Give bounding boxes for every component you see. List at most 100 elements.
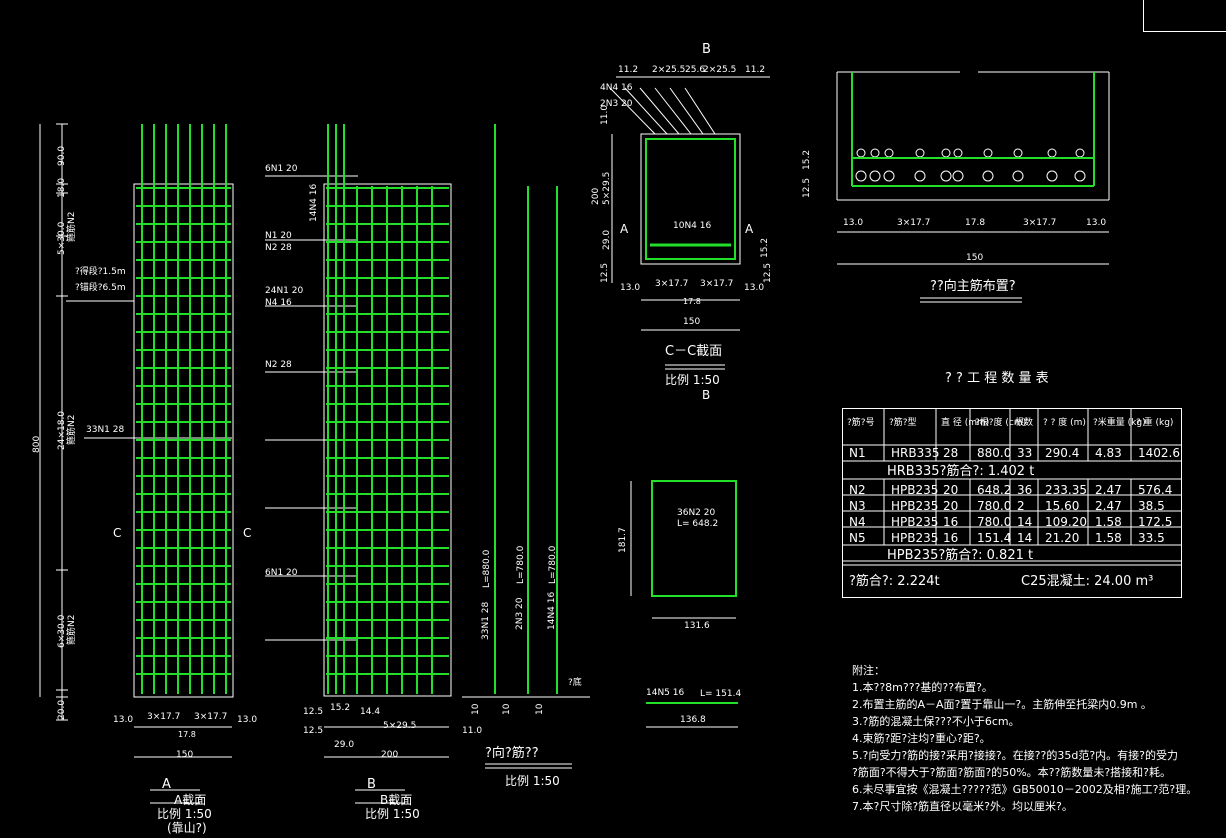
dim-c-l1: 200 <box>591 187 601 205</box>
table-header-cell: ?筋?型 <box>889 418 917 428</box>
detail-len-1: L=880.0 <box>482 549 492 588</box>
label-b-1: N1 20 <box>265 231 292 241</box>
note-7: 7.本?尺寸除?筋直径以毫米?外。均以厘米?。 <box>852 800 1073 814</box>
table-cell: 16 <box>943 515 959 529</box>
dim-c-l2: 5×29.5 <box>602 171 612 205</box>
dim-b-5: 29.0 <box>334 740 355 750</box>
table-cell: HPB235 <box>891 499 939 513</box>
label-b-2: N2 28 <box>265 243 292 253</box>
note-1: 1.本??8m???基的??布置?。 <box>852 681 993 695</box>
layout-circle-mark-top <box>884 148 894 158</box>
label-b-0: 6N1 20 <box>265 164 298 174</box>
detail-bar-1: 33N1 28 <box>481 601 491 640</box>
layout-dim-b4: 13.0 <box>1086 218 1107 228</box>
note-5: 5.?向受力?筋的接?采用?接接?。在接??的35d范?内。有接?的受力 <box>852 749 1179 763</box>
table-cell: 15.60 <box>1045 499 1080 513</box>
section-a-scale: 比例 1:50 <box>157 807 212 821</box>
label-b-6: 6N1 20 <box>265 568 298 578</box>
dim-c-t0: 11.2 <box>618 65 639 75</box>
layout-circle-mark-bottom <box>940 170 952 182</box>
table-cell: 780.0 <box>977 499 1012 513</box>
section-c-leader <box>684 87 716 135</box>
table-header-cell: 根数 <box>1015 418 1034 428</box>
dim-c-b4: 17.8 <box>683 297 701 306</box>
table-total: ?筋合?: 2.224t <box>849 574 940 589</box>
dim-a-top: 90.0 <box>57 145 67 166</box>
table-cell: 648.2 <box>977 483 1012 497</box>
section-a-letter: A <box>162 777 171 792</box>
detail-len-3: L=780.0 <box>548 545 558 584</box>
table-cell: 290.4 <box>1045 446 1080 460</box>
dim-c-b5: 150 <box>683 317 701 327</box>
table-subtotal: HPB235?筋合?: 0.821 t <box>887 548 1034 563</box>
cut-a-left: A <box>620 222 629 236</box>
stirrup-label: 36N2 20 <box>677 508 716 518</box>
section-b-scale: 比例 1:50 <box>365 807 420 821</box>
layout-circle-mark-bottom <box>952 170 964 182</box>
table-cell: N2 <box>849 483 866 497</box>
table-cell: 28 <box>943 446 959 460</box>
cut-a-right: A <box>745 222 754 236</box>
section-b-letter: B <box>367 777 376 792</box>
dim-c-t2: 25.6 <box>685 65 706 75</box>
bar5-dim: 136.8 <box>680 715 706 725</box>
detail-len-2: L=780.0 <box>516 545 526 584</box>
table-cell: 14 <box>1017 531 1033 545</box>
rebar-label-a: 33N1 28 <box>86 425 125 435</box>
detail-dim-2: 10 <box>502 703 512 715</box>
label-b-3: 24N1 20 <box>265 286 304 296</box>
layout-circle-mark-top <box>941 148 951 158</box>
section-c-leader <box>639 87 680 135</box>
layout-dim-b5: 150 <box>966 253 984 263</box>
dim-b-0: 12.5 <box>303 707 324 717</box>
table-cell: HPB235 <box>891 531 939 545</box>
dim-c-r1: 12.5 <box>763 262 773 283</box>
table-cell: N4 <box>849 515 866 529</box>
section-c-stirrup <box>645 138 736 260</box>
table-header-cell: ?根?度 (cm) <box>975 418 1027 428</box>
section-a-title: A截面 <box>174 793 207 807</box>
dim-a-b3: 13.0 <box>237 715 258 725</box>
section-a-note: (靠山?) <box>167 821 207 835</box>
label-b-vert: 14N4 16 <box>309 183 319 222</box>
dim-a-total: 800 <box>32 435 42 453</box>
detail-bar-2: 2N3 20 <box>515 597 525 631</box>
table-cell: 1.58 <box>1095 531 1122 545</box>
note-2: 2.布置主筋的A－A面?置于靠山一?。主筋伸至托梁内0.9m 。 <box>852 698 1152 712</box>
vert-label-a-3: 箍筋N2 <box>67 614 77 645</box>
cut-b-bottom: B <box>702 388 711 402</box>
dim-c-l3: 29.0 <box>602 229 612 250</box>
table-header-cell: ? 重 (kg) <box>1136 418 1174 428</box>
dim-a-b0: 13.0 <box>113 715 134 725</box>
dim-c-r0: 15.2 <box>760 237 770 258</box>
dim-a-18: 18.0 <box>57 177 67 198</box>
dim-b-2: 14.4 <box>360 707 381 717</box>
label-b-5: N2 28 <box>265 360 292 370</box>
section-c-leader <box>609 87 656 135</box>
rebar-lines <box>136 72 1095 704</box>
dim-a-b1: 3×17.7 <box>147 712 181 722</box>
table-cell: 880.0 <box>977 446 1012 460</box>
dim-c-l4: 12.5 <box>600 262 610 283</box>
table-cell: 780.0 <box>977 515 1012 529</box>
table-cell: 2.47 <box>1095 483 1122 497</box>
layout-dim-l1: 12.5 <box>802 177 812 198</box>
detail-dim-3: 10 <box>535 703 545 715</box>
dim-b-7: 11.0 <box>462 726 483 736</box>
layout-dim-b1: 3×17.7 <box>897 218 931 228</box>
detail-end-label: ?底 <box>568 678 582 688</box>
dim-c-b3: 13.0 <box>744 283 765 293</box>
dim-c-t4: 11.2 <box>745 65 766 75</box>
section-a-outline <box>133 183 234 698</box>
layout-circle-mark-top <box>870 148 880 158</box>
stirrup-side-dim: 181.7 <box>618 527 628 553</box>
layout-circle-mark-top <box>983 148 993 158</box>
table-cell: 20 <box>943 483 959 497</box>
layout-circle-mark-bottom <box>1074 170 1086 182</box>
layout-circle-mark-top <box>953 148 963 158</box>
quantity-table: ?筋?号?筋?型直 径 (mm)?根?度 (cm)根数? ? 度 (m)?米重量… <box>842 408 1182 598</box>
notes-title: 附注： <box>852 664 885 677</box>
table-cell: 1402.6 <box>1138 446 1180 460</box>
table-cell: 576.4 <box>1138 483 1173 497</box>
